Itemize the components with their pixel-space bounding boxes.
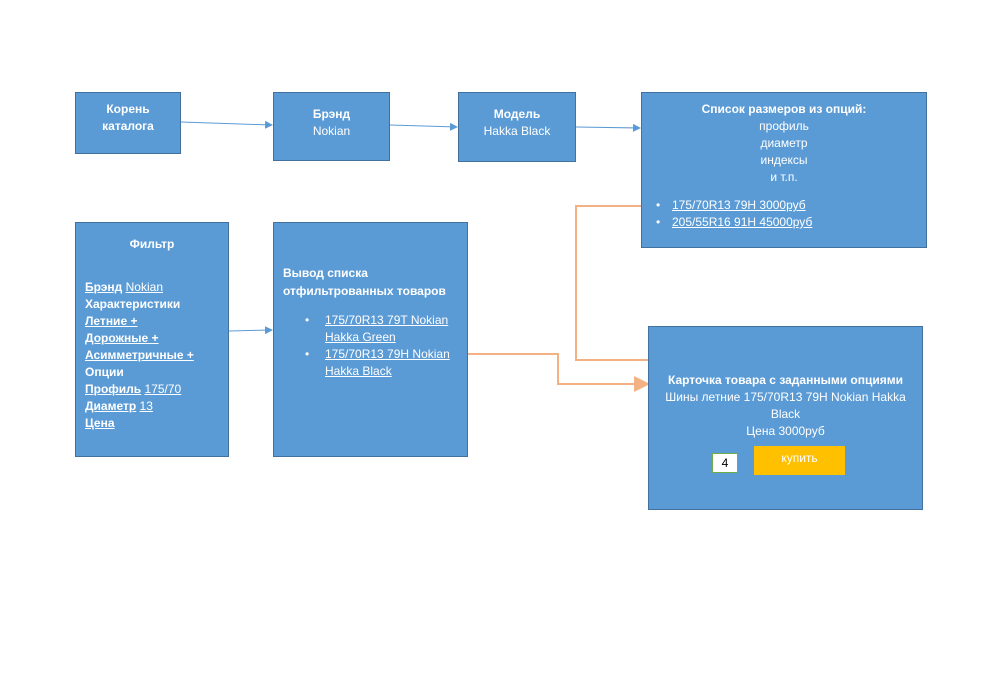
filter-characteristics: Характеристики (85, 297, 181, 311)
sizes-title: Список размеров из опций: (701, 102, 867, 116)
arrow-model-to-sizes (575, 123, 641, 132)
product-link-line2[interactable]: Hakka Black (325, 364, 392, 378)
card-price: Цена 3000руб (746, 424, 825, 438)
root-line1: Корень (106, 102, 150, 116)
quantity-input[interactable]: 4 (712, 453, 738, 473)
arrow-root-to-brand (180, 120, 273, 129)
arrow-filter-to-list (228, 326, 273, 335)
sizes-line: профиль (759, 119, 809, 133)
filter-asymmetric[interactable]: Асимметричные + (85, 348, 194, 362)
card-desc-line1: Шины летние 175/70R13 79H Nokian Hakka (665, 390, 906, 404)
filter-profile-value: 175/70 (144, 382, 182, 396)
list-title-line1: Вывод списка (283, 266, 368, 280)
filter-profile-label: Профиль (85, 382, 142, 396)
card-desc-line2: Black (770, 407, 801, 421)
sizes-line: диаметр (760, 136, 808, 150)
sizes-list: •175/70R13 79H 3000руб •205/55R16 91H 45… (656, 197, 813, 231)
model-box: Модель Hakka Black (458, 92, 576, 162)
filter-brand-value: Nokian (125, 280, 163, 294)
list-title-line2: отфильтрованных товаров (283, 284, 446, 298)
sizes-line: и т.п. (770, 170, 798, 184)
brand-title: Брэнд (312, 107, 351, 121)
sizes-box: Список размеров из опций: профиль диамет… (641, 92, 927, 248)
filter-brand-label: Брэнд (85, 280, 123, 294)
product-link-line2[interactable]: Hakka Green (325, 330, 396, 344)
filter-box: Фильтр Брэнд Nokian Характеристики Летни… (75, 222, 229, 457)
filtered-list-box: Вывод списка отфильтрованных товаров •17… (273, 222, 468, 457)
catalog-root-box: Корень каталога (75, 92, 181, 154)
filter-price[interactable]: Цена (85, 416, 115, 430)
list-item: •175/70R13 79H 3000руб (656, 198, 806, 212)
brand-value: Nokian (312, 124, 351, 138)
card-title: Карточка товара с заданными опциями (667, 373, 904, 387)
filter-brand-row[interactable]: Брэнд Nokian (85, 279, 194, 296)
model-value: Hakka Black (483, 124, 551, 138)
product-link-line1[interactable]: 175/70R13 79T Nokian (325, 313, 449, 327)
filter-options: Опции (85, 365, 124, 379)
buy-button[interactable]: купить (754, 446, 845, 475)
filter-diameter-value: 13 (139, 399, 153, 413)
arrow-brand-to-model (389, 122, 458, 131)
filter-summer[interactable]: Летние + (85, 314, 138, 328)
arrow-list-to-card (460, 353, 650, 392)
size-link[interactable]: 175/70R13 79H 3000руб (672, 198, 806, 212)
filter-profile-row[interactable]: Профиль 175/70 (85, 381, 194, 398)
root-line2: каталога (102, 119, 154, 133)
filter-diameter-row[interactable]: Диаметр 13 (85, 398, 194, 415)
sizes-line: индексы (760, 153, 808, 167)
list-item: •205/55R16 91H 45000руб (656, 215, 813, 229)
arrow-size-to-card (575, 205, 698, 368)
product-link-line1[interactable]: 175/70R13 79H Nokian (325, 347, 450, 361)
brand-box: Брэнд Nokian (273, 92, 390, 161)
product-card-box: Карточка товара с заданными опциями Шины… (648, 326, 923, 510)
filter-road[interactable]: Дорожные + (85, 331, 159, 345)
size-link[interactable]: 205/55R16 91H 45000руб (672, 215, 813, 229)
model-title: Модель (493, 107, 541, 121)
filter-title: Фильтр (129, 237, 175, 251)
filter-diameter-label: Диаметр (85, 399, 137, 413)
